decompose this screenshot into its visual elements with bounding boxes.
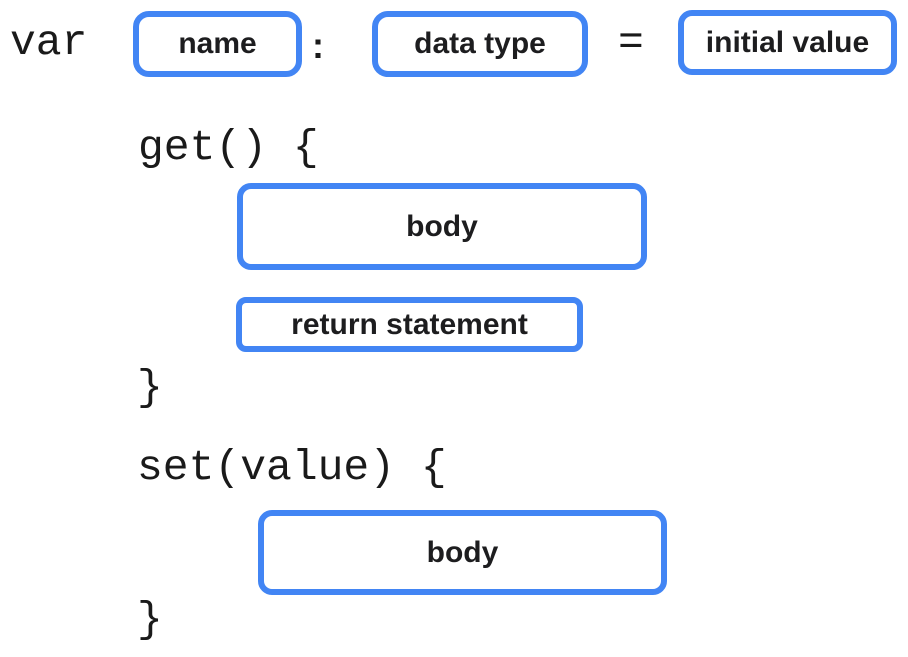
initial-value-placeholder-box: initial value — [678, 10, 897, 75]
getter-closing-brace: } — [137, 363, 163, 412]
getter-body-placeholder-label: body — [406, 209, 478, 243]
name-placeholder-label: name — [178, 27, 257, 60]
setter-body-placeholder-label: body — [426, 535, 499, 569]
getter-body-placeholder-box: body — [237, 183, 647, 270]
data-type-placeholder-box: data type — [372, 11, 588, 77]
return-statement-placeholder-box: return statement — [236, 297, 583, 352]
equals-sign: = — [618, 18, 644, 67]
setter-body-placeholder-box: body — [258, 510, 667, 595]
initial-value-placeholder-label: initial value — [705, 25, 870, 59]
data-type-placeholder-label: data type — [414, 27, 546, 60]
setter-closing-brace: } — [137, 595, 163, 644]
getter-signature: get() { — [138, 123, 319, 172]
setter-signature: set(value) { — [137, 443, 447, 492]
colon-separator: : — [312, 25, 324, 66]
name-placeholder-box: name — [133, 11, 302, 77]
return-statement-placeholder-label: return statement — [291, 307, 528, 341]
var-keyword: var — [10, 18, 88, 67]
